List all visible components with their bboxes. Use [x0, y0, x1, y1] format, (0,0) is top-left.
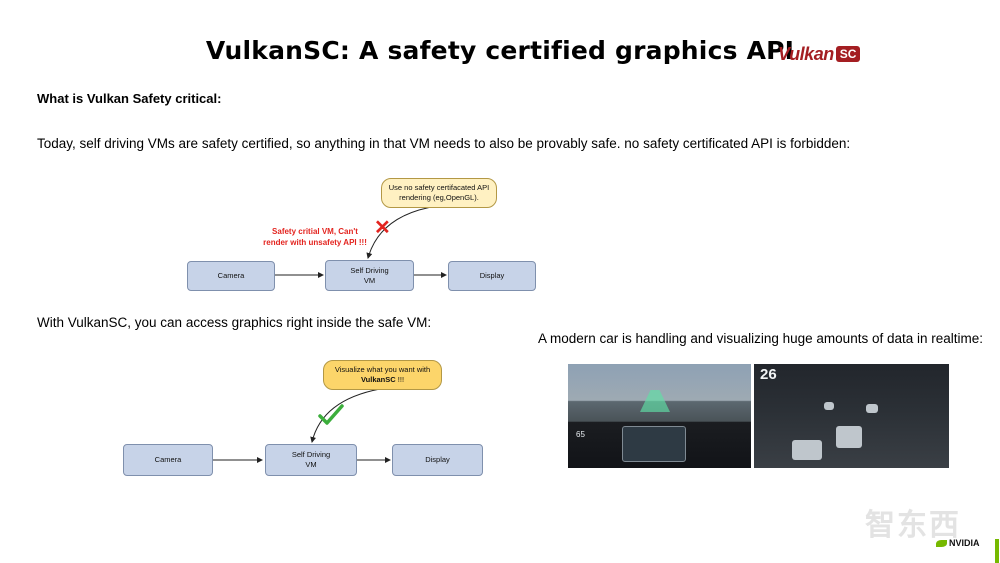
logo-badge: SC	[835, 46, 861, 62]
camera-box-2: Camera	[123, 444, 213, 476]
accent-bar	[995, 539, 999, 563]
dashboard-screen	[622, 426, 686, 462]
camera-label-2: Camera	[154, 455, 182, 464]
watermark: 智东西	[865, 508, 961, 543]
bubble-line-1: Use no safety certifacated API	[388, 183, 490, 192]
vm-label-line-2: VM	[363, 275, 376, 285]
vm-label-line-1: Self Driving	[350, 265, 389, 275]
warning-line-2: render with unsafety API !!!	[263, 238, 367, 247]
check-icon	[318, 404, 344, 425]
vulkan-sc-logo: Vulkan SC	[778, 42, 861, 66]
bubble2-bold: VulkanSC	[360, 375, 396, 384]
warning-line-1: Safety critial VM, Can't	[272, 227, 358, 236]
bubble2-suffix: !!!	[395, 375, 405, 384]
rendered-car	[824, 402, 834, 410]
logo-word: Vulkan	[778, 43, 834, 64]
display-box-2: Display	[392, 444, 483, 476]
vm2-label-line-2: VM	[305, 460, 317, 469]
vm-box-1: Self Driving VM	[325, 260, 414, 291]
section-heading: What is Vulkan Safety critical:	[37, 91, 222, 106]
vm-box-2: Self Driving VM	[265, 444, 357, 476]
rendered-car	[866, 404, 878, 413]
vm2-label-line-1: Self Driving	[291, 450, 331, 459]
rendered-car	[792, 440, 822, 460]
bubble2-line-2: VulkanSC !!!	[335, 375, 430, 385]
vulkansc-paragraph: With VulkanSC, you can access graphics r…	[37, 315, 432, 330]
speed-readout-right: 26	[760, 366, 777, 383]
display-label-2: Display	[425, 455, 450, 464]
slide-title: VulkanSC: A safety certified graphics AP…	[205, 36, 795, 65]
unsafe-api-bubble: Use no safety certifacated API rendering…	[381, 178, 497, 208]
intro-paragraph: Today, self driving VMs are safety certi…	[37, 136, 851, 151]
rendered-car	[836, 426, 862, 448]
bubble2-line-1: Visualize what you want with	[334, 365, 431, 374]
lane-overlay	[640, 390, 670, 412]
safety-warning-text: Safety critial VM, Can't render with uns…	[250, 226, 380, 248]
speed-readout-left: 65	[576, 430, 585, 439]
camera-label: Camera	[217, 271, 245, 280]
nvidia-wordmark: NVIDIA	[949, 538, 980, 548]
car-interior-photo: 65	[568, 364, 751, 468]
forbidden-x-icon: ✕	[374, 217, 391, 239]
nvidia-eye-icon	[936, 539, 947, 547]
nvidia-logo: NVIDIA	[936, 538, 980, 548]
vulkansc-bubble: Visualize what you want with VulkanSC !!…	[323, 360, 442, 390]
display-label: Display	[479, 271, 505, 280]
camera-box-1: Camera	[187, 261, 275, 291]
display-box-1: Display	[448, 261, 536, 291]
modern-car-paragraph: A modern car is handling and visualizing…	[538, 331, 984, 346]
visualization-photo: 26	[754, 364, 949, 468]
bubble-line-2: rendering (eg,OpenGL).	[399, 193, 479, 202]
